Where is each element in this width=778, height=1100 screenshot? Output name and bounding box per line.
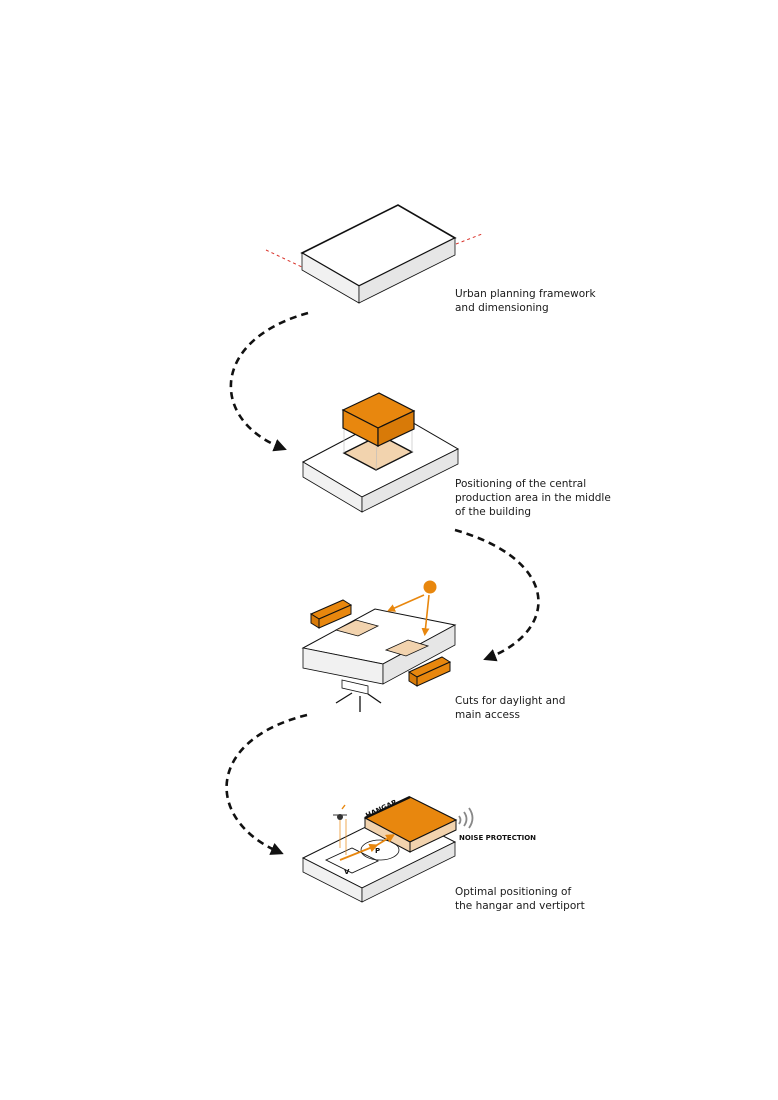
dashed-curved-arrow-icon	[229, 311, 309, 452]
dashed-curved-arrow-icon	[454, 528, 540, 662]
step2-slab-model	[301, 392, 460, 513]
step1-slab-model	[265, 204, 483, 304]
sun-icon	[423, 580, 437, 594]
noise-protection-label: NOISE PROTECTION	[459, 834, 536, 842]
step2-caption: Positioning of the central production ar…	[455, 478, 611, 518]
step4-slab-model: V P HANGAR NOISE PROTECTION	[301, 795, 536, 903]
pad-v-label: V	[344, 868, 350, 876]
step4-caption: Optimal positioning of the hangar and ve…	[455, 886, 585, 912]
dashed-curved-arrow-icon	[225, 713, 308, 855]
step3-caption: Cuts for daylight and main access	[455, 695, 566, 721]
sound-waves-icon	[458, 807, 474, 829]
step1-caption: Urban planning framework and dimensionin…	[455, 288, 596, 314]
pad-p-label: P	[375, 847, 380, 855]
drone-icon	[333, 804, 347, 855]
step3-slab-model	[301, 580, 457, 712]
